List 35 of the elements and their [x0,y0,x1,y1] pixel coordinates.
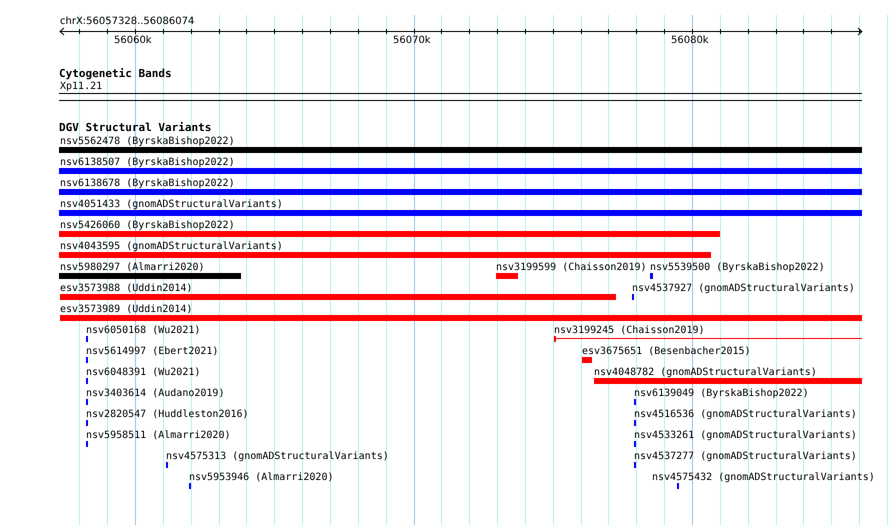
track-title: DGV Structural Variants [59,122,212,133]
variant-label: nsv3403614 (Audano2019) [86,388,224,399]
variant-label: nsv4537277 (gnomADStructuralVariants) [634,451,857,462]
variant-label: nsv5953946 (Almarri2020) [189,472,334,483]
variant-label: nsv6139049 (ByrskaBishop2022) [634,388,809,399]
variant-label: nsv6048391 (Wu2021) [86,367,200,378]
variant-label: esv3573988 (Uddin2014) [60,283,192,294]
variant-label: nsv4516536 (gnomADStructuralVariants) [634,409,857,420]
variant-label: nsv5562478 (ByrskaBishop2022) [60,136,235,147]
variant-label: nsv4051433 (gnomADStructuralVariants) [60,199,283,210]
variant-label: nsv3199245 (Chaisson2019) [554,325,705,336]
variant-label: nsv4575432 (gnomADStructuralVariants) [652,472,875,483]
variant-label: nsv4575313 (gnomADStructuralVariants) [166,451,389,462]
axis-tick-label: 56060k [114,35,152,46]
variant-label: nsv4537927 (gnomADStructuralVariants) [632,283,855,294]
variant-label: nsv6138678 (ByrskaBishop2022) [60,178,235,189]
variant-label: nsv2820547 (Huddleston2016) [86,409,249,420]
variant-label: esv3573989 (Uddin2014) [60,304,192,315]
axis-tick-label: 56080k [671,35,709,46]
variant-label: nsv4043595 (gnomADStructuralVariants) [60,241,283,252]
variant-label: nsv3199599 (Chaisson2019) [496,262,647,273]
region-label: chrX:56057328..56086074 [60,16,194,27]
variant-label: esv3675651 (Besenbacher2015) [582,346,751,357]
variant-label: nsv4533261 (gnomADStructuralVariants) [634,430,857,441]
variant-label: nsv5958511 (Almarri2020) [86,430,230,441]
variant-label: nsv6050168 (Wu2021) [86,325,200,336]
variant-label: nsv5980297 (Almarri2020) [60,262,204,273]
variant-label: nsv5614997 (Ebert2021) [86,346,218,357]
variant-label: nsv6138507 (ByrskaBishop2022) [60,157,235,168]
variant-label: nsv5539500 (ByrskaBishop2022) [650,262,825,273]
track-title: Cytogenetic Bands [59,68,172,79]
variant-label: nsv5426060 (ByrskaBishop2022) [60,220,235,231]
band-label: Xp11.21 [60,81,102,92]
variant-label: nsv4048782 (gnomADStructuralVariants) [594,367,817,378]
axis-tick-label: 56070k [393,35,431,46]
